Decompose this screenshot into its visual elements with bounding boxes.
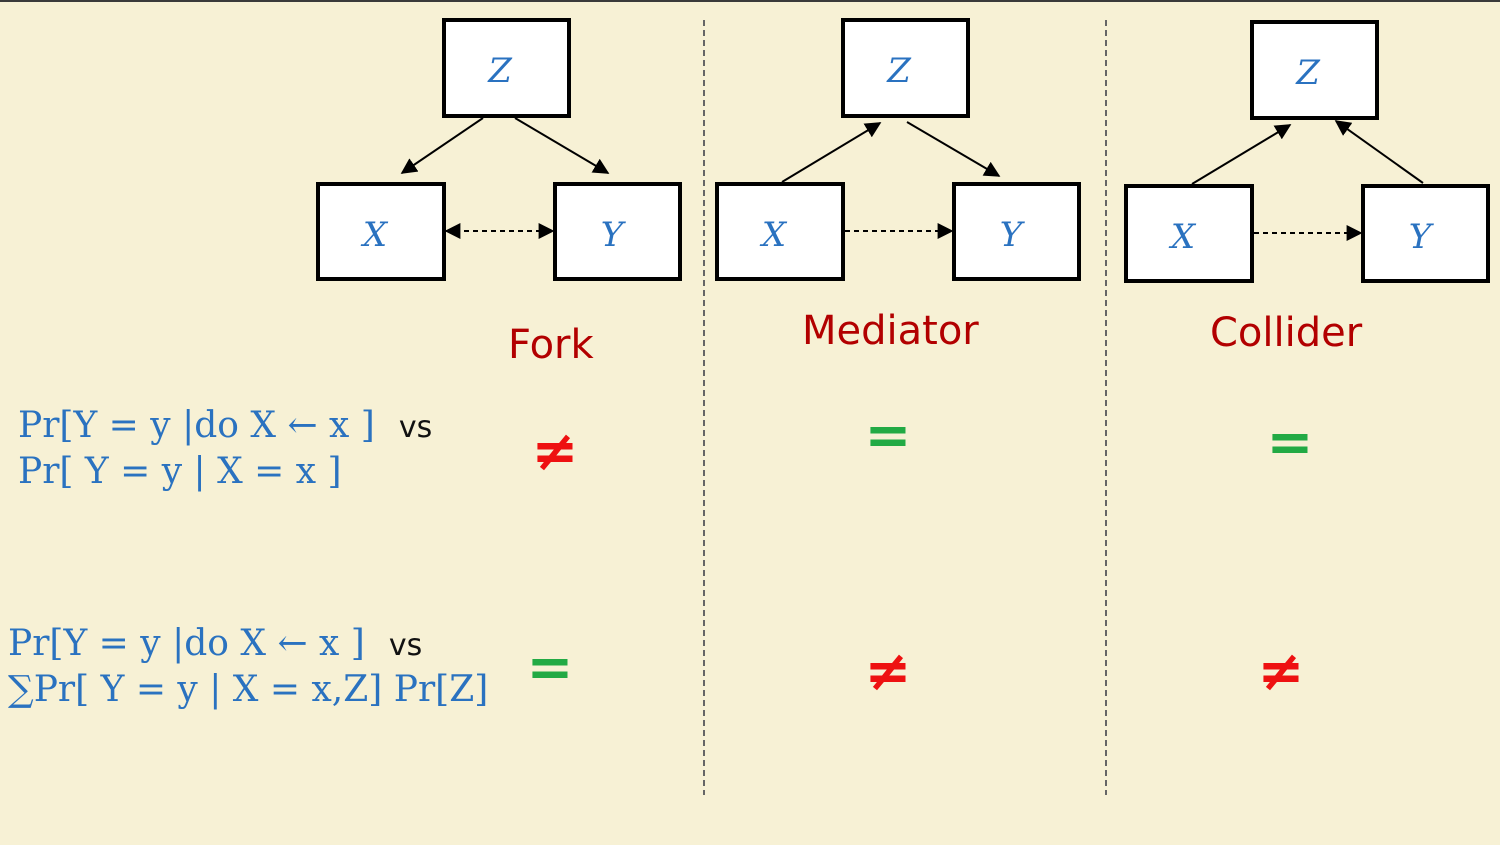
node-z-label: Z bbox=[886, 51, 912, 91]
node-z-label: Z bbox=[1295, 53, 1321, 93]
node-z bbox=[442, 18, 571, 118]
edge-x-to-z bbox=[1191, 124, 1292, 185]
collider-title: Collider bbox=[1210, 310, 1363, 356]
edge-z-to-y bbox=[514, 117, 610, 174]
node-y-label: Y bbox=[1409, 217, 1435, 257]
edge-z-to-y bbox=[906, 121, 1001, 177]
node-x bbox=[715, 182, 845, 281]
edge-x-to-z bbox=[781, 122, 882, 183]
node-x-label: X bbox=[1168, 217, 1197, 257]
top-border bbox=[0, 0, 1500, 2]
node-x-label: X bbox=[759, 215, 788, 255]
vs-label: vs bbox=[398, 410, 433, 445]
collider-result-adjusted: ≠ bbox=[1257, 639, 1305, 704]
fork-result-conditional: ≠ bbox=[531, 419, 579, 484]
adjusted-formula: ∑Pr[ Y = y | X = x,Z] Pr[Z] bbox=[8, 669, 489, 710]
fork-result-adjusted: = bbox=[526, 635, 574, 700]
mediator-result-conditional: = bbox=[864, 403, 912, 468]
node-y bbox=[1361, 184, 1490, 283]
node-y bbox=[553, 182, 682, 281]
edge-z-to-x bbox=[400, 117, 484, 174]
node-z bbox=[841, 18, 970, 118]
collider-result-conditional: = bbox=[1266, 410, 1314, 475]
node-x bbox=[1124, 184, 1254, 283]
mediator-title: Mediator bbox=[802, 308, 979, 354]
vs-label: vs bbox=[388, 628, 423, 663]
mediator-graph: Z X Y bbox=[715, 18, 1081, 281]
collider-graph: Z X Y bbox=[1124, 20, 1490, 283]
node-y bbox=[952, 182, 1081, 281]
comparison-1: Pr[Y = y |do X ← x ] vs Pr[ Y = y | X = x… bbox=[18, 404, 432, 494]
node-x bbox=[316, 182, 446, 281]
fork-graph: Z X Y bbox=[316, 18, 682, 281]
node-z bbox=[1250, 20, 1379, 120]
fork-title: Fork bbox=[508, 322, 594, 368]
conditional-formula: Pr[ Y = y | X = x ] bbox=[18, 451, 342, 492]
node-x-label: X bbox=[360, 215, 389, 255]
node-y-label: Y bbox=[1000, 215, 1026, 255]
comparison-2: Pr[Y = y |do X ← x ] vs ∑Pr[ Y = y | X = … bbox=[8, 622, 488, 712]
interventional-formula: Pr[Y = y |do X ← x ] bbox=[18, 405, 375, 446]
interventional-formula: Pr[Y = y |do X ← x ] bbox=[8, 623, 365, 664]
mediator-result-adjusted: ≠ bbox=[864, 639, 912, 704]
node-z-label: Z bbox=[487, 51, 513, 91]
edge-y-to-z bbox=[1334, 120, 1424, 184]
node-y-label: Y bbox=[601, 215, 627, 255]
